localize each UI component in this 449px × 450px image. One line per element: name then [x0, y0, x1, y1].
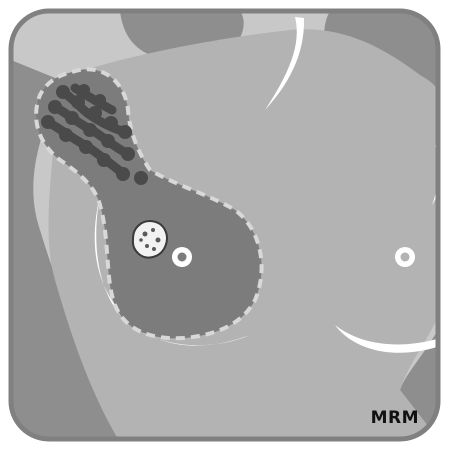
right-nipple — [395, 247, 415, 267]
procedure-label: MRM — [371, 408, 419, 428]
left-nipple — [172, 247, 192, 267]
tumor — [133, 221, 167, 257]
